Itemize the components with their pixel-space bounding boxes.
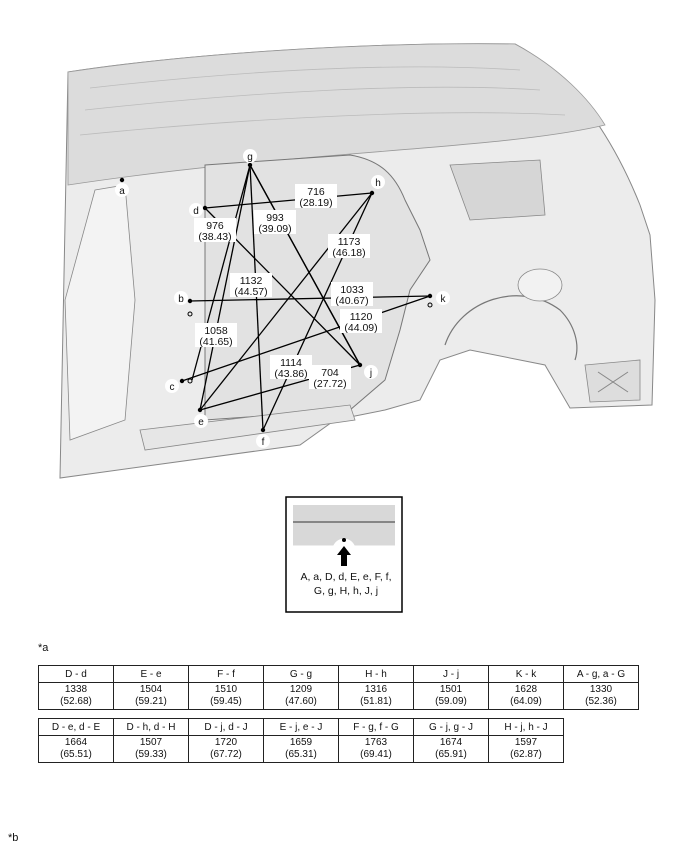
svg-text:(40.67): (40.67) xyxy=(335,295,368,307)
point-j-text: j xyxy=(369,368,372,379)
table1-header: J - j xyxy=(413,665,489,683)
table2-cell: 1674(65.91) xyxy=(413,735,489,763)
svg-text:(41.65): (41.65) xyxy=(199,336,232,348)
measure-label-1120: 1120 (44.09) xyxy=(340,309,382,334)
table2-header: D - j, d - J xyxy=(188,718,264,736)
table1-header: F - f xyxy=(188,665,264,683)
point-label-d: d xyxy=(189,203,203,217)
measure-label-1114: 1114 (43.86) xyxy=(270,355,312,380)
table1-header: H - h xyxy=(338,665,414,683)
measure-label-1058: 1058 (41.65) xyxy=(195,323,237,348)
svg-text:704: 704 xyxy=(321,367,339,379)
table2-cell: 1597(62.87) xyxy=(488,735,564,763)
point-label-h: h xyxy=(371,175,385,189)
table1-cell: 1338(52.68) xyxy=(38,682,114,710)
svg-text:716: 716 xyxy=(307,186,325,198)
point-g-text: g xyxy=(247,152,253,163)
measure-label-1033: 1033 (40.67) xyxy=(331,282,373,307)
svg-text:1114: 1114 xyxy=(280,357,302,369)
inset-point-dot xyxy=(342,538,346,542)
point-label-k: k xyxy=(436,291,450,305)
table1-cell: 1316(51.81) xyxy=(338,682,414,710)
point-d-text: d xyxy=(193,206,199,217)
measure-label-1132: 1132 (44.57) xyxy=(230,273,272,298)
table2-cell: 1507(59.33) xyxy=(113,735,189,763)
point-h-text: h xyxy=(375,178,381,189)
inset-arrow-icon xyxy=(337,546,351,566)
hole-markers xyxy=(187,302,433,384)
point-c-text: c xyxy=(170,382,175,393)
measure-label-716: 716 (28.19) xyxy=(295,184,337,209)
table2-header: F - g, f - G xyxy=(338,718,414,736)
table1-cell: 1209(47.60) xyxy=(263,682,339,710)
table2-header: E - j, e - J xyxy=(263,718,339,736)
caption-a: *a xyxy=(38,642,49,654)
point-label-j: j xyxy=(364,365,378,379)
measure-label-704: 704 (27.72) xyxy=(309,365,351,390)
svg-text:1120: 1120 xyxy=(350,311,373,323)
table2-cell: 1664(65.51) xyxy=(38,735,114,763)
measure-label-976: 976 (38.43) xyxy=(194,218,236,243)
table1-cell: 1628(64.09) xyxy=(488,682,564,710)
dimension-table-1: D - d E - e F - f G - g H - h J - j K - … xyxy=(38,665,639,710)
table1-cell: 1504(59.21) xyxy=(113,682,189,710)
table2-header: G - j, g - J xyxy=(413,718,489,736)
table1-header: D - d xyxy=(38,665,114,683)
point-f-text: f xyxy=(262,437,265,448)
table1-cell: 1501(59.09) xyxy=(413,682,489,710)
table2-cell: 1763(69.41) xyxy=(338,735,414,763)
svg-text:(43.86): (43.86) xyxy=(274,368,307,380)
table1-header: K - k xyxy=(488,665,564,683)
measure-label-993: 993 (39.09) xyxy=(254,210,296,235)
svg-text:1058: 1058 xyxy=(204,325,228,337)
svg-text:(28.19): (28.19) xyxy=(299,197,332,209)
table1-cell: 1330(52.36) xyxy=(563,682,639,710)
svg-text:1033: 1033 xyxy=(340,284,364,296)
svg-text:(46.18): (46.18) xyxy=(332,247,365,259)
table2-cell: 1659(65.31) xyxy=(263,735,339,763)
point-b-text: b xyxy=(178,294,184,305)
table1-header: A - g, a - G xyxy=(563,665,639,683)
svg-text:(38.43): (38.43) xyxy=(198,231,231,243)
point-e-text: e xyxy=(198,417,204,428)
point-label-e: e xyxy=(194,414,208,428)
table2-header: H - j, h - J xyxy=(488,718,564,736)
svg-text:(44.09): (44.09) xyxy=(344,322,377,334)
point-labels: a b c d e f g h j k xyxy=(115,149,450,448)
table1-header: E - e xyxy=(113,665,189,683)
vehicle-body-illustration xyxy=(59,43,656,479)
point-label-a: a xyxy=(115,183,129,197)
svg-text:(39.09): (39.09) xyxy=(258,223,291,235)
table1-header: G - g xyxy=(263,665,339,683)
table2-cell: 1720(67.72) xyxy=(188,735,264,763)
svg-text:976: 976 xyxy=(206,220,224,232)
point-label-f: f xyxy=(256,434,270,448)
table2-header: D - e, d - E xyxy=(38,718,114,736)
svg-text:(27.72): (27.72) xyxy=(313,378,346,390)
caption-b: *b xyxy=(8,832,19,844)
table2-header: D - h, d - H xyxy=(113,718,189,736)
inset-detail xyxy=(285,496,403,613)
point-k-text: k xyxy=(441,294,447,305)
dimension-table-2: D - e, d - E D - h, d - H D - j, d - J E… xyxy=(38,718,564,763)
inset-point-note: A, a, D, d, E, e, F, f, G, g, H, h, J, j xyxy=(290,570,402,598)
svg-text:993: 993 xyxy=(266,212,284,224)
table1-cell: 1510(59.45) xyxy=(188,682,264,710)
inset-note-line1: A, a, D, d, E, e, F, f, xyxy=(300,571,392,583)
inset-note-line2: G, g, H, h, J, j xyxy=(313,585,379,597)
reference-point-dots xyxy=(119,162,433,433)
svg-text:(44.57): (44.57) xyxy=(234,286,267,298)
point-label-b: b xyxy=(174,291,188,305)
svg-text:1132: 1132 xyxy=(240,275,263,287)
point-label-g: g xyxy=(243,149,257,163)
point-label-c: c xyxy=(165,379,179,393)
measure-label-1173: 1173 (46.18) xyxy=(328,234,370,259)
svg-text:1173: 1173 xyxy=(338,236,361,248)
measurement-labels: 716 (28.19) 993 (39.09) 976 (38.43) 1173… xyxy=(194,184,382,390)
point-a-text: a xyxy=(119,186,125,197)
